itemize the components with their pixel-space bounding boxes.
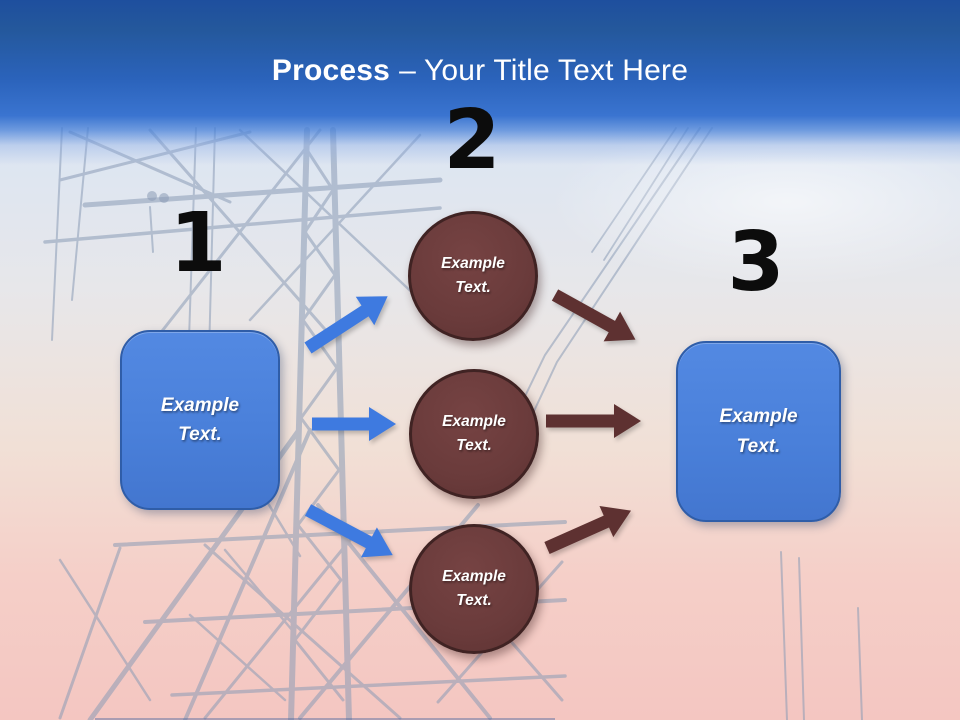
step-2-circle-middle-label: Example Text. [442, 412, 506, 454]
step-2-circle-bottom-label: Example Text. [442, 567, 506, 609]
step-2-circle-top: Example Text. [408, 211, 538, 341]
step-number-3: 3 [727, 215, 785, 310]
step-1-box-label: Example Text. [160, 394, 240, 445]
step-2-circle-bottom: Example Text. [409, 524, 539, 654]
step-1-box: Example Text. [120, 330, 280, 510]
title-topic-text: Process [271, 54, 391, 87]
slide-title: Process– Your Title Text Here [0, 54, 960, 88]
step-2-circle-middle: Example Text. [409, 369, 539, 499]
title-placeholder-text: – Your Title Text Here [399, 54, 689, 87]
step-2-circle-top-label: Example Text. [441, 254, 505, 296]
step-3-box-label: Example Text. [719, 406, 798, 457]
step-3-box: Example Text. [676, 341, 841, 522]
step-number-1: 1 [169, 196, 227, 291]
step-number-2: 2 [443, 93, 501, 188]
